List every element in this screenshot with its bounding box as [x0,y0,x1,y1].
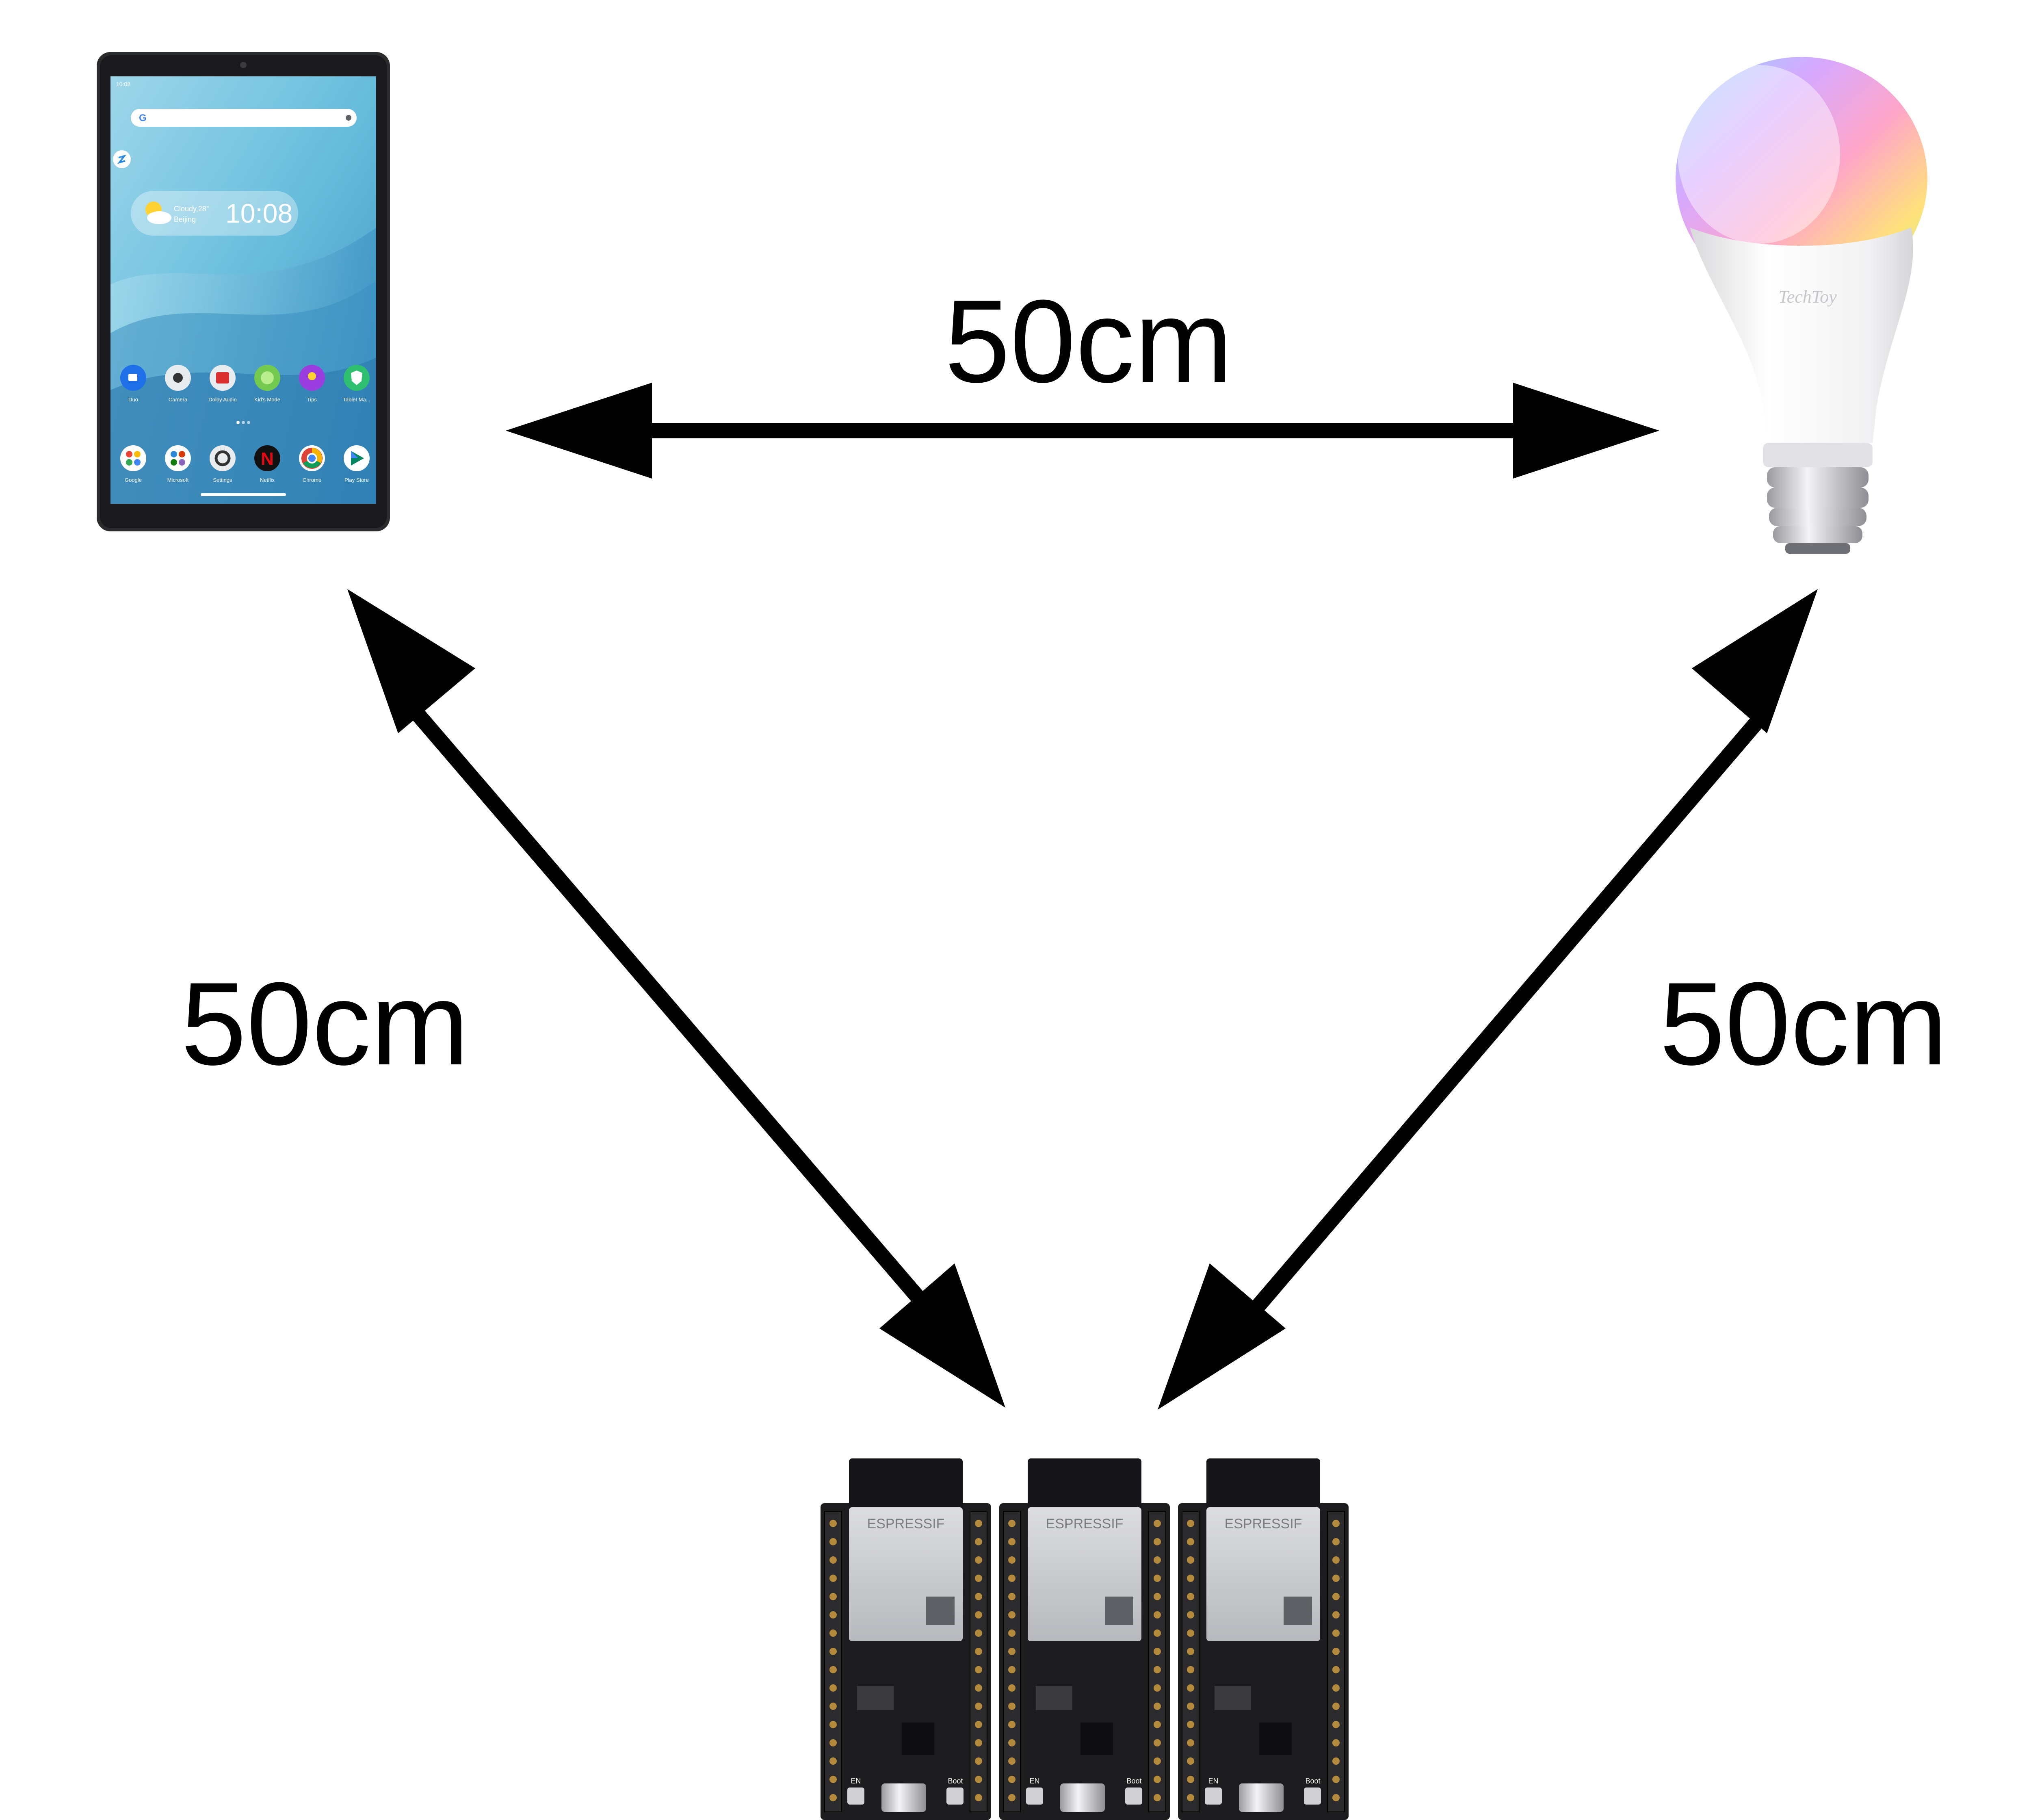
app-label: Settings [213,477,232,483]
tablet-device: 10:08 G Cloudy,28° Beijing 10:08 [97,52,390,531]
arrow-bulb-boards [1158,589,1818,1410]
app-label: Camera [169,396,188,403]
arrow-tablet-boards [347,589,1005,1408]
app-icon-netflix[interactable] [254,445,280,471]
tablet-search-bar[interactable] [131,109,357,127]
distance-label-right: 50cm [1659,958,1947,1090]
page-dot [242,421,245,424]
boot-label: Boot [1305,1777,1320,1785]
tablet-status-time: 10:08 [116,81,130,87]
reset-button[interactable] [1205,1788,1222,1805]
arrowhead [347,589,475,733]
boot-label: Boot [948,1777,963,1785]
arrow-tablet-bulb [506,383,1659,479]
boot-button[interactable] [946,1788,964,1805]
app-icon-microsoft-folder[interactable] [165,445,191,471]
tablet-camera [240,62,247,68]
home-indicator[interactable] [201,493,286,496]
app-label: Play Store [344,477,369,483]
app-label: Google [125,477,142,483]
en-label: EN [1208,1777,1218,1785]
app-label: Microsoft [167,477,189,483]
boot-button[interactable] [1304,1788,1321,1805]
usb-port[interactable] [881,1783,926,1812]
app-row-2: N [120,445,370,471]
google-icon: G [139,113,147,124]
arrowhead [1692,589,1818,733]
app-label: Dolby Audio [208,396,236,403]
app-label: Chrome [303,477,321,483]
boot-button[interactable] [1125,1788,1142,1805]
esp32-board: ESPRESSIF Boot EN [821,1458,991,1820]
bulb-screw-base [1767,467,1869,554]
usb-port[interactable] [1060,1783,1105,1812]
page-dot [236,421,240,424]
esp32-board: ESPRESSIF Boot EN [1178,1458,1349,1820]
esp32-boards: ESPRESSIF Boot EN [821,1458,1349,1820]
app-label: Kid's Mode [254,396,280,403]
app-label: Tablet Ma... [343,396,370,403]
clock-widget[interactable] [131,191,298,236]
app-label: Netflix [260,477,275,483]
arrowhead [1513,383,1659,479]
usb-port[interactable] [1239,1783,1284,1812]
distance-label-top: 50cm [944,275,1232,407]
svg-text:N: N [261,449,274,469]
app-icon-google-folder[interactable] [120,445,146,471]
arrowhead [879,1263,1005,1408]
smart-bulb: TechToy [1676,57,1927,554]
app-labels-row-1: Duo Camera Dolby Audio Kid's Mode Tips T… [128,396,370,403]
app-icon-settings[interactable] [210,445,236,471]
board-brand-label: ESPRESSIF [1046,1516,1124,1532]
app-label: Duo [128,396,138,403]
app-row-1 [120,365,370,391]
reset-button[interactable] [847,1788,864,1805]
bulb-globe [1676,57,1927,301]
board-brand-label: ESPRESSIF [1225,1516,1302,1532]
clock-text: 10:08 [225,198,292,228]
app-labels-row-2: Google Microsoft Settings Netflix Chrome… [125,477,369,483]
boot-label: Boot [1126,1777,1141,1785]
bulb-body [1690,228,1913,443]
esp32-board: ESPRESSIF Boot EN [999,1458,1170,1820]
mic-icon [346,115,351,121]
arrowhead [1158,1263,1286,1410]
en-label: EN [1029,1777,1039,1785]
bulb-brand-logo: TechToy [1778,287,1837,307]
arrowhead [506,383,652,479]
en-label: EN [851,1777,861,1785]
weather-cloud-icon [147,211,171,224]
city-text: Beijing [174,215,196,223]
board-brand-label: ESPRESSIF [867,1516,945,1532]
app-label: Tips [307,396,317,403]
page-dot [247,421,250,424]
weather-text: Cloudy,28° [174,205,209,213]
distance-label-left: 50cm [181,958,469,1090]
reset-button[interactable] [1026,1788,1043,1805]
